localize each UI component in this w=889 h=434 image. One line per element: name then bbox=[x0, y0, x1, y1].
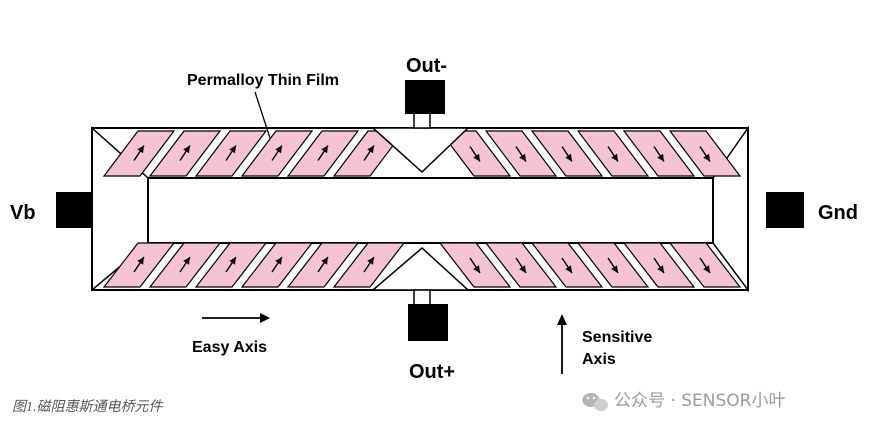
top-right-arrow-6-head bbox=[703, 153, 710, 162]
bottom-right-arrow-1 bbox=[469, 257, 481, 274]
vb-label: Vb bbox=[10, 202, 36, 224]
bottom-left-arrow-2 bbox=[179, 256, 191, 273]
bottom-left-arrow-1 bbox=[133, 256, 145, 273]
bottom-right-arrow-2 bbox=[515, 257, 527, 274]
bottom-left-arrow-3 bbox=[225, 256, 237, 273]
easy-axis-label: Easy Axis bbox=[192, 339, 267, 356]
bottom-left-arrow-6-head bbox=[367, 257, 374, 265]
sensitive-axis-label-line2: Axis bbox=[582, 351, 616, 368]
watermark-text: 公众号 · SENSOR小叶 bbox=[614, 391, 785, 411]
center-taps bbox=[370, 109, 470, 307]
bottom-left-arrow-1-head bbox=[137, 257, 144, 265]
top-right-arrow-4-head bbox=[611, 153, 618, 162]
film-leader-line bbox=[254, 91, 271, 139]
top-right-arrow-3-head bbox=[565, 153, 572, 162]
bottom-right-arrow-6-head bbox=[703, 265, 710, 273]
top-left-arrow-2-head bbox=[183, 145, 190, 154]
top-right-arrow-4 bbox=[607, 146, 619, 162]
bottom-right-arrow-4 bbox=[607, 257, 619, 274]
bottom-lead bbox=[413, 289, 431, 307]
bottom-right-arrow-3-head bbox=[565, 265, 572, 273]
top-right-arrow-1 bbox=[469, 146, 481, 162]
bottom-left-arrow-5 bbox=[317, 256, 329, 273]
easy-axis-arrow bbox=[202, 313, 270, 323]
inner-window bbox=[147, 177, 714, 244]
top-right-arrow-6 bbox=[699, 146, 711, 162]
gnd-pad bbox=[766, 192, 804, 228]
permalloy-strips bbox=[102, 130, 742, 288]
top-left-arrow-5-head bbox=[321, 145, 328, 154]
top-left-arrow-3 bbox=[225, 145, 237, 161]
film-label: Permalloy Thin Film bbox=[187, 72, 339, 89]
bottom-right-arrow-5-head bbox=[657, 265, 664, 273]
top-left-arrow-6-head bbox=[367, 145, 374, 154]
sensitive-axis-arrow bbox=[557, 314, 567, 374]
top-right-arrow-5 bbox=[653, 146, 665, 162]
top-right-arrow-1-head bbox=[473, 153, 480, 162]
sensitive-axis-label-line1: Sensitive bbox=[582, 329, 652, 346]
top-left-arrow-4-head bbox=[275, 145, 282, 154]
bottom-right-arrow-3 bbox=[561, 257, 573, 274]
wechat-icon bbox=[582, 393, 608, 411]
figure-caption: 图1.磁阻惠斯通电桥元件 bbox=[12, 399, 163, 415]
out-minus-pad bbox=[405, 80, 445, 114]
bottom-left-arrow-6 bbox=[363, 256, 375, 273]
top-right-arrow-5-head bbox=[657, 153, 664, 162]
bottom-right-arrow-5 bbox=[653, 257, 665, 274]
bottom-left-arrow-2-head bbox=[183, 257, 190, 265]
out-plus-pad bbox=[408, 304, 448, 341]
top-right-arrow-2 bbox=[515, 146, 527, 162]
vb-pad bbox=[56, 192, 92, 228]
top-left-arrow-6 bbox=[363, 145, 375, 161]
bottom-left-arrow-4 bbox=[271, 256, 283, 273]
out-plus-label: Out+ bbox=[409, 361, 455, 383]
bottom-right-arrow-2-head bbox=[519, 265, 526, 273]
bottom-left-arrow-4-head bbox=[275, 257, 282, 265]
bottom-right-arrow-6 bbox=[699, 257, 711, 274]
top-right-arrow-3 bbox=[561, 146, 573, 162]
top-left-arrow-3-head bbox=[229, 145, 236, 154]
top-left-arrow-1 bbox=[133, 145, 145, 161]
gnd-label: Gnd bbox=[818, 202, 858, 224]
bottom-left-arrow-5-head bbox=[321, 257, 328, 265]
bottom-left-arrow-3-head bbox=[229, 257, 236, 265]
bottom-right-arrow-1-head bbox=[473, 265, 480, 273]
top-right-arrow-2-head bbox=[519, 153, 526, 162]
top-left-arrow-5 bbox=[317, 145, 329, 161]
top-left-arrow-4 bbox=[271, 145, 283, 161]
bottom-right-arrow-4-head bbox=[611, 265, 618, 273]
top-left-arrow-2 bbox=[179, 145, 191, 161]
out-minus-label: Out- bbox=[406, 55, 447, 77]
top-left-arrow-1-head bbox=[137, 145, 144, 154]
